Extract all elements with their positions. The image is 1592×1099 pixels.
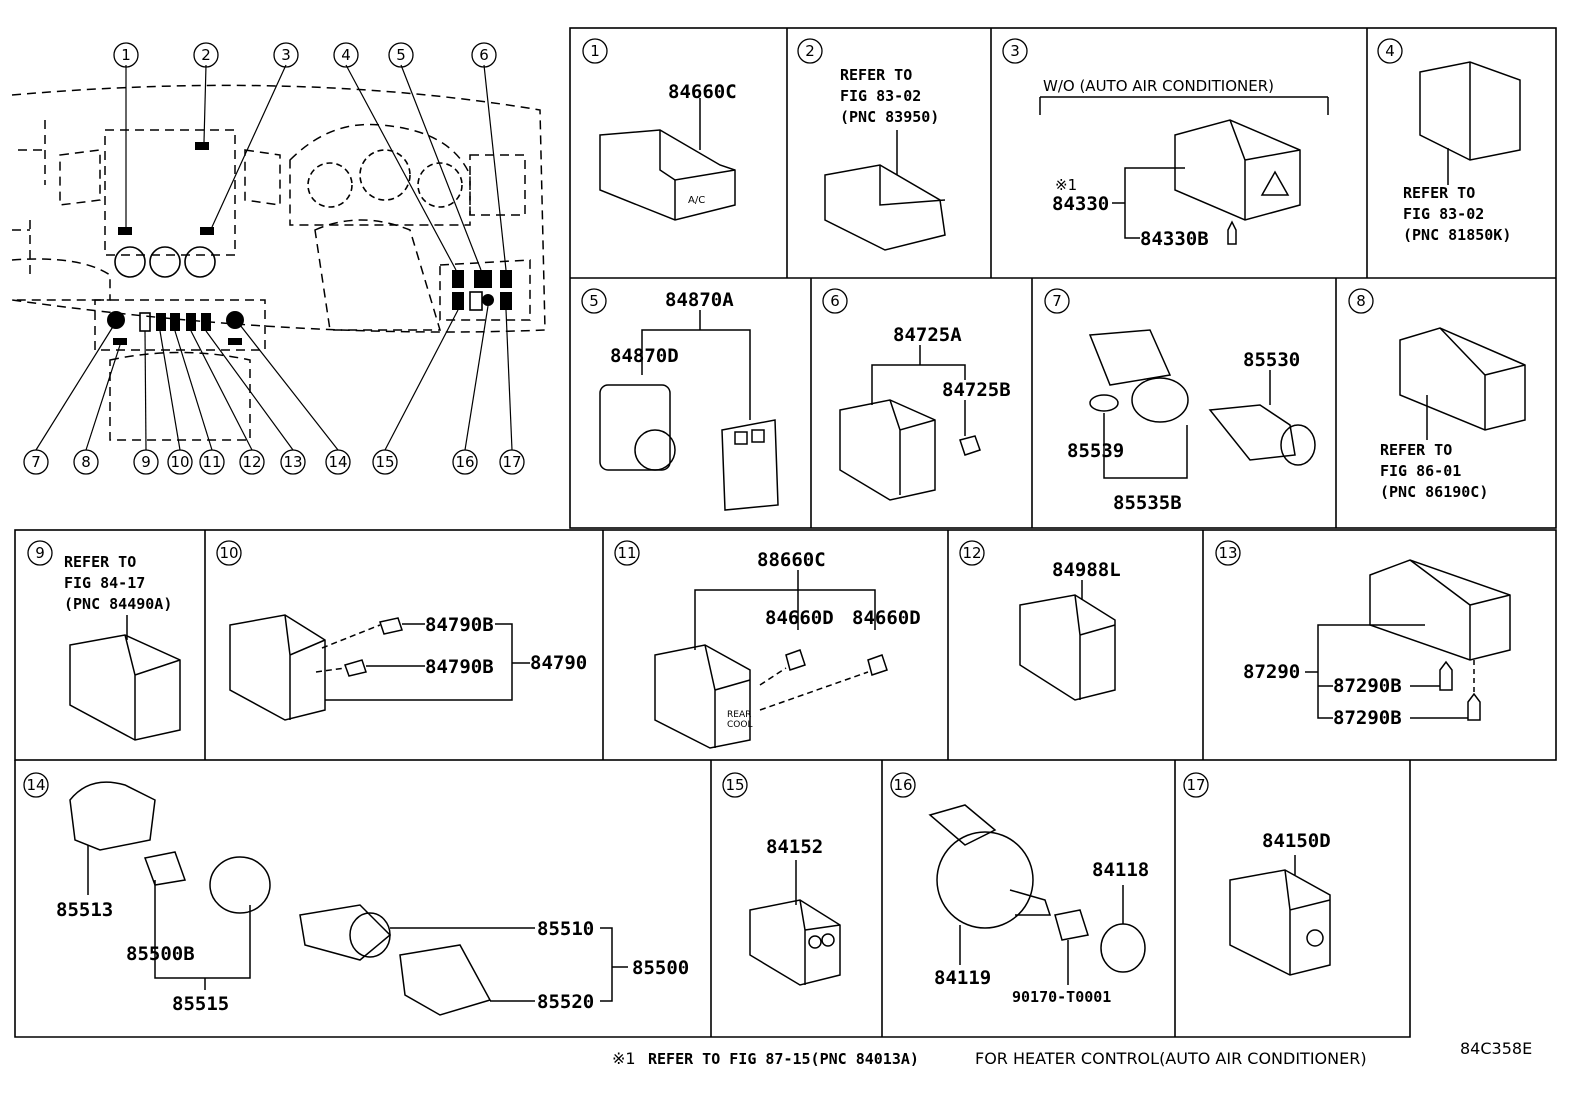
part-87290B-lower: 87290B [1333, 707, 1402, 729]
part-84660C: 84660C [668, 81, 737, 103]
part-84119: 84119 [934, 967, 991, 989]
part-84790B-upper: 84790B [425, 614, 494, 636]
panel-9-number: 9 [35, 544, 45, 562]
part-84988L: 84988L [1052, 559, 1121, 581]
panel-6-number: 6 [830, 292, 840, 310]
ac-label: A/C [688, 195, 705, 206]
panel-15-number: 15 [725, 776, 744, 794]
panel-13-number: 13 [1218, 544, 1237, 562]
panel-9-refer-line-3: (PNC 84490A) [64, 595, 172, 613]
panel-8-refer-line-3: (PNC 86190C) [1380, 483, 1488, 501]
panel-2-refer-line-1: REFER TO [840, 66, 912, 84]
panel-4-refer-line-1: REFER TO [1403, 184, 1475, 202]
overview-callouts [23, 42, 525, 475]
panel-4-number: 4 [1385, 42, 1395, 60]
part-84790B-lower: 84790B [425, 656, 494, 678]
footnote-reference: REFER TO FIG 87-15(PNC 84013A) [648, 1050, 919, 1068]
illustration-code: 84C358E [1460, 1039, 1532, 1058]
callout-3: 3 [281, 46, 291, 64]
part-85515: 85515 [172, 993, 229, 1015]
dashboard-overview [11, 64, 546, 451]
panel-3-number: 3 [1010, 42, 1020, 60]
callout-10: 10 [170, 453, 189, 471]
panel-3-condition: W/O (AUTO AIR CONDITIONER) [1043, 77, 1274, 95]
part-88660C: 88660C [757, 549, 826, 571]
part-85510: 85510 [537, 918, 594, 940]
panel-4-refer-line-3: (PNC 81850K) [1403, 226, 1511, 244]
panel-8-refer-line-2: FIG 86-01 [1380, 462, 1461, 480]
part-84725A: 84725A [893, 324, 962, 346]
panel-2-refer-line-2: FIG 83-02 [840, 87, 921, 105]
part-87290B-upper: 87290B [1333, 675, 1402, 697]
part-85539: 85539 [1067, 440, 1124, 462]
callout-2: 2 [201, 46, 211, 64]
part-84150D: 84150D [1262, 830, 1331, 852]
panel-10-number: 10 [219, 544, 238, 562]
panel-7-number: 7 [1052, 292, 1062, 310]
panel-9-refer-line-2: FIG 84-17 [64, 574, 145, 592]
callout-1: 1 [121, 46, 131, 64]
panel-2-number: 2 [805, 42, 815, 60]
panel-2-refer-line-3: (PNC 83950) [840, 108, 939, 126]
part-84790: 84790 [530, 652, 587, 674]
part-85535B: 85535B [1113, 492, 1182, 514]
callout-15: 15 [375, 453, 394, 471]
part-84330B: 84330B [1140, 228, 1209, 250]
callout-8: 8 [81, 453, 91, 471]
part-85500: 85500 [632, 957, 689, 979]
callout-17: 17 [502, 453, 521, 471]
part-84725B: 84725B [942, 379, 1011, 401]
callout-5: 5 [396, 46, 406, 64]
panel-3-note-mark: ※1 [1055, 176, 1077, 194]
panel-callouts [23, 38, 1403, 798]
panel-8-number: 8 [1356, 292, 1366, 310]
part-85500B: 85500B [126, 943, 195, 965]
callout-9: 9 [141, 453, 151, 471]
callout-4: 4 [341, 46, 351, 64]
part-84330: 84330 [1052, 193, 1109, 215]
footnote-mark: ※1 [612, 1049, 636, 1068]
rear-cool-label-line-2: COOL [727, 720, 752, 730]
part-85530: 85530 [1243, 349, 1300, 371]
callout-7: 7 [31, 453, 41, 471]
panel-1-number: 1 [590, 42, 600, 60]
panel-9-refer-line-1: REFER TO [64, 553, 136, 571]
panel-12-number: 12 [962, 544, 981, 562]
callout-11: 11 [202, 453, 221, 471]
part-87290: 87290 [1243, 661, 1300, 683]
part-84870D: 84870D [610, 345, 679, 367]
callout-16: 16 [455, 453, 474, 471]
panel-8-refer-line-1: REFER TO [1380, 441, 1452, 459]
callout-13: 13 [283, 453, 302, 471]
part-sketches [69, 61, 1526, 1016]
panel-17-number: 17 [1186, 776, 1205, 794]
part-84870A: 84870A [665, 289, 734, 311]
rear-cool-label-line-1: REAR [727, 710, 751, 720]
part-84660D-right: 84660D [852, 607, 921, 629]
panel-4-refer-line-2: FIG 83-02 [1403, 205, 1484, 223]
callout-14: 14 [328, 453, 347, 471]
panel-5-number: 5 [589, 292, 599, 310]
part-85513: 85513 [56, 899, 113, 921]
part-85520: 85520 [537, 991, 594, 1013]
part-90170-T0001: 90170-T0001 [1012, 988, 1111, 1006]
panel-grid [14, 27, 1557, 1038]
callout-6: 6 [479, 46, 489, 64]
part-84152: 84152 [766, 836, 823, 858]
panel-14-number: 14 [26, 776, 45, 794]
footnote-description: FOR HEATER CONTROL(AUTO AIR CONDITIONER) [975, 1049, 1367, 1068]
panel-11-number: 11 [617, 544, 636, 562]
part-84118: 84118 [1092, 859, 1149, 881]
part-84660D-left: 84660D [765, 607, 834, 629]
callout-12: 12 [242, 453, 261, 471]
panel-16-number: 16 [893, 776, 912, 794]
